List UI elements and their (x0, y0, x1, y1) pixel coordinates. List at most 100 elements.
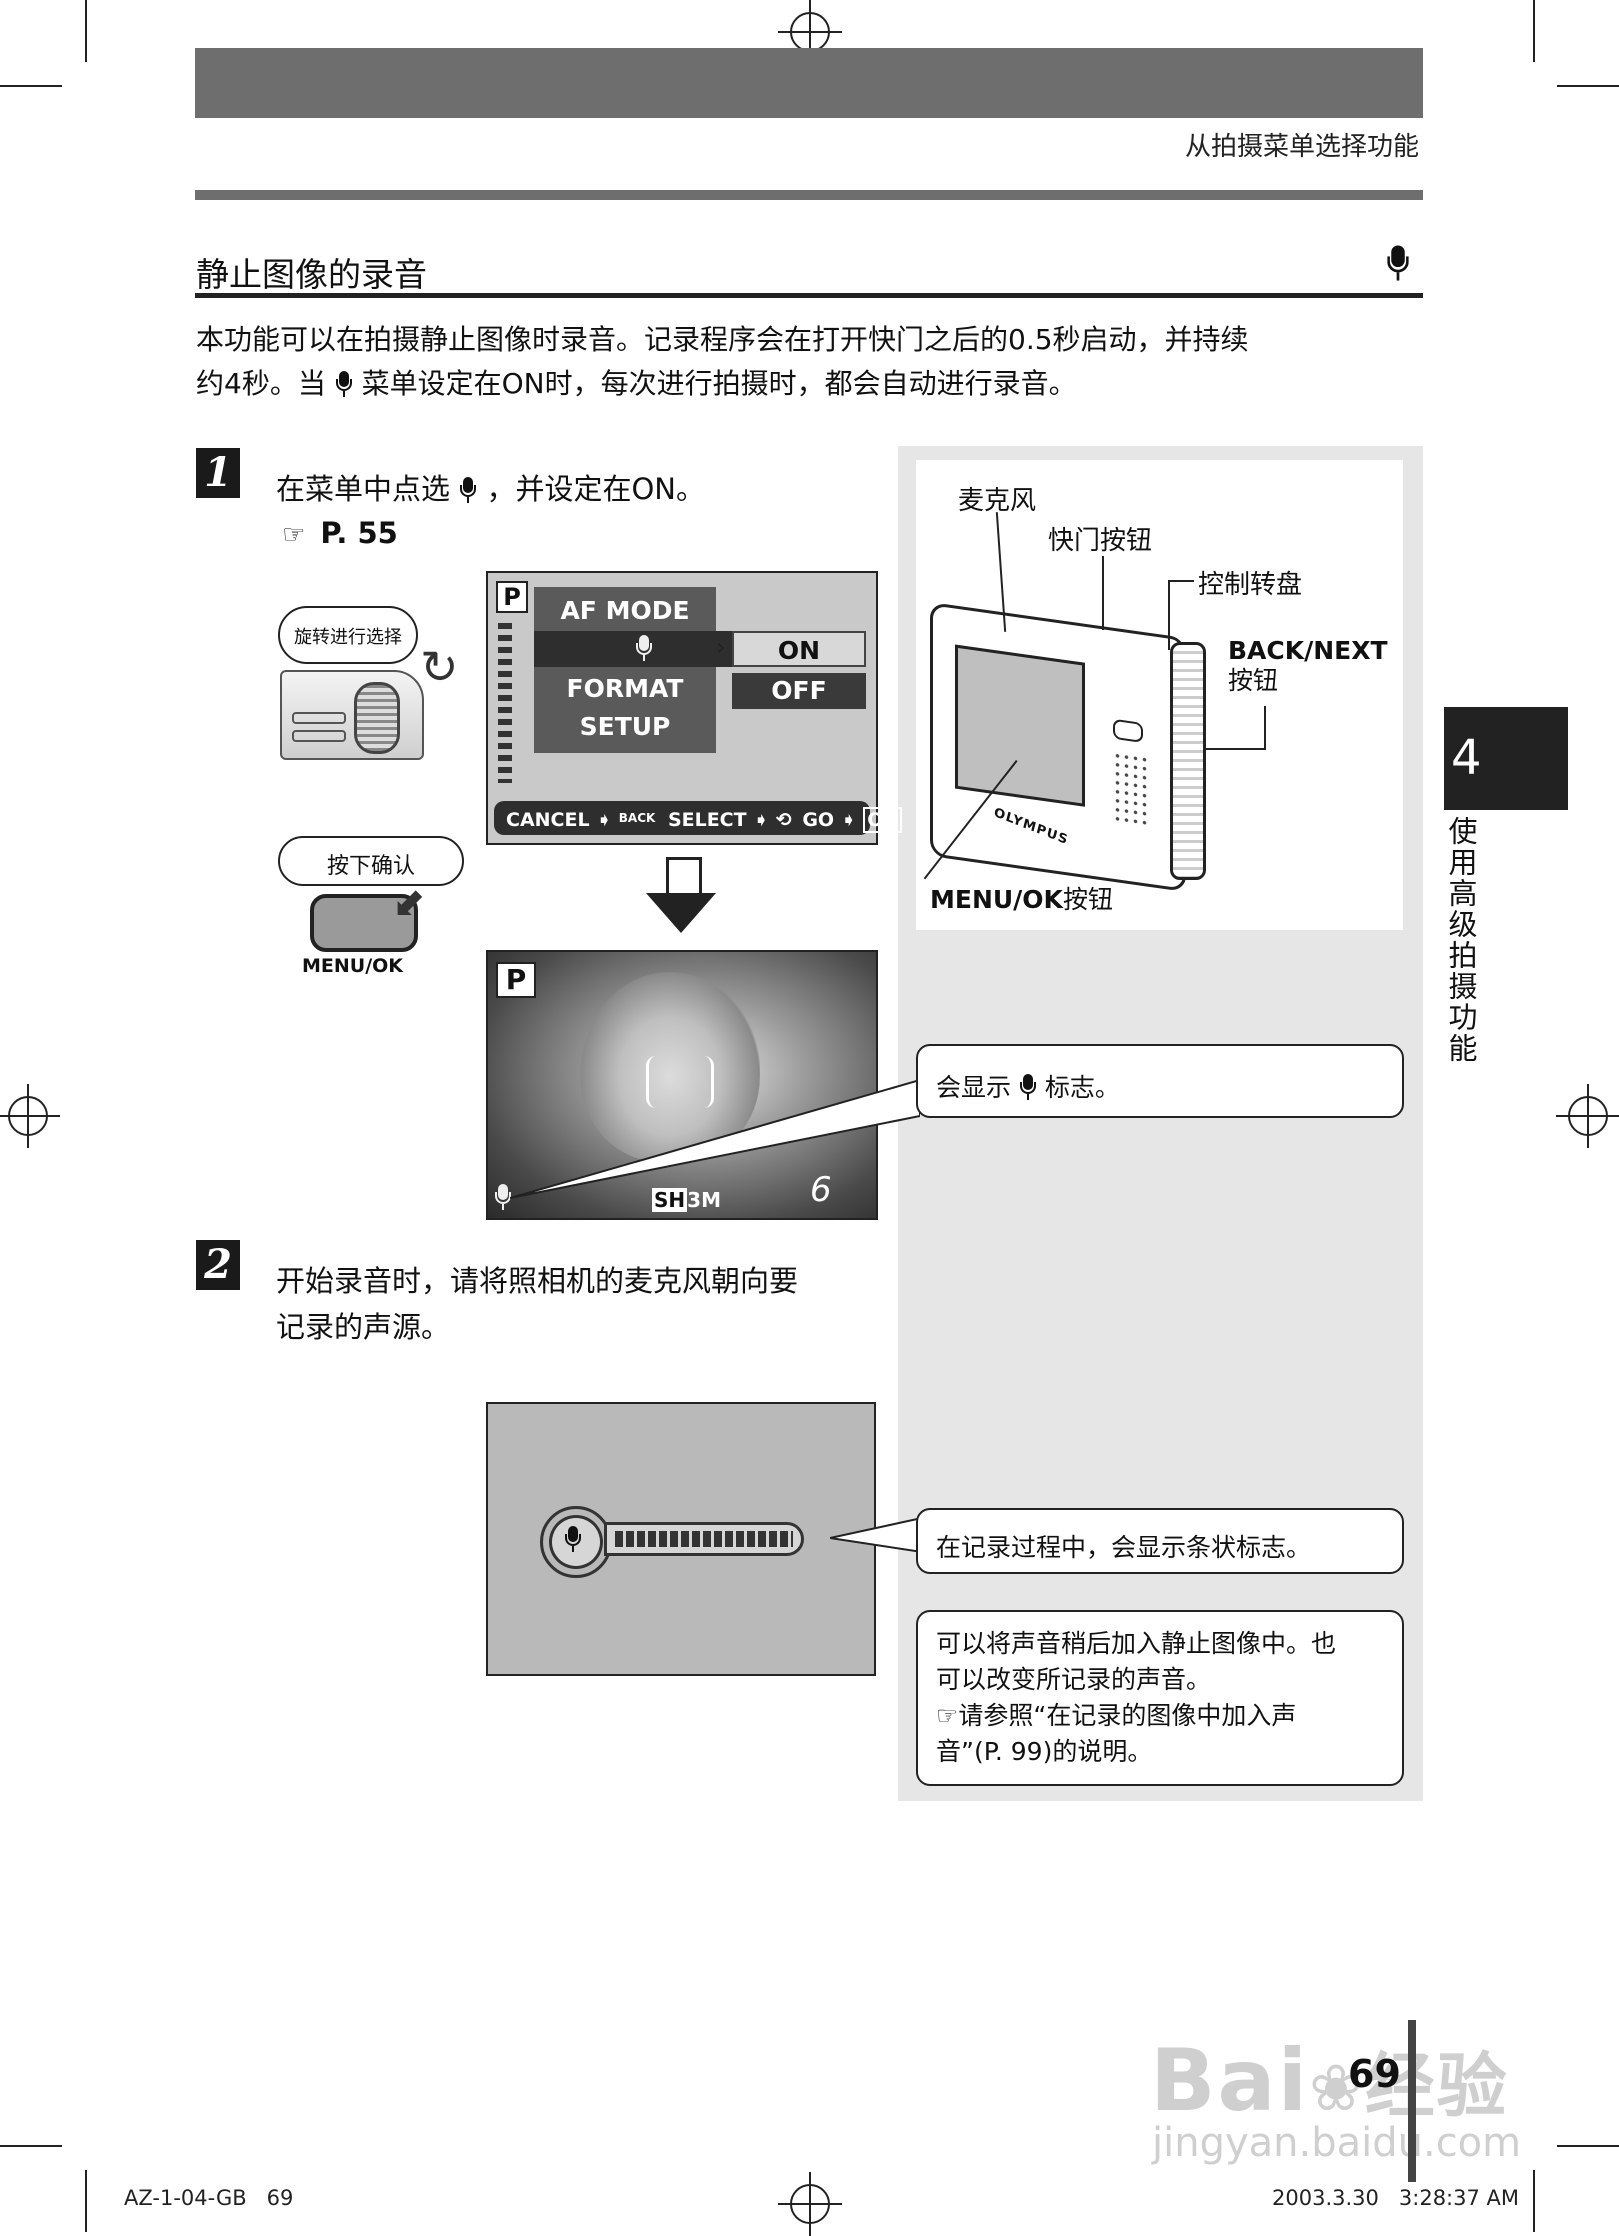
recording-level-bar (604, 1522, 804, 1556)
watermark-cn: 经验 (1364, 2045, 1509, 2127)
dial-bubble: 旋转进行选择 (278, 606, 418, 664)
menu-ok-button[interactable] (310, 894, 418, 952)
back-next-label: BACK/NEXT 按钮 (1228, 636, 1388, 696)
callout-fragment: 会显示 (936, 1073, 1012, 1102)
mic-icon (1019, 1074, 1037, 1100)
level-bar-callout: 在记录过程中，会显示条状标志。 (916, 1508, 1404, 1574)
note-box: 可以将声音稍后加入静止图像中。也 可以改变所记录的声音。 ☞请参照“在记录的图像… (916, 1610, 1404, 1786)
back-next-suffix: 按钮 (1228, 666, 1279, 695)
back-label: BACK (618, 811, 656, 825)
intro-line: 本功能可以在拍摄静止图像时录音。记录程序会在打开快门之后的0.5秒启动，并持续 (196, 323, 1249, 356)
step1-text: 在菜单中点选 ，并设定在ON。 (276, 466, 705, 512)
header-rule (195, 190, 1423, 200)
intro-fragment: 约4秒。当 (196, 367, 326, 400)
header-sub (195, 118, 1423, 190)
size-label: 3M (687, 1188, 721, 1212)
camera-illustration: OLYMPUS (930, 602, 1186, 892)
leader-line (1102, 556, 1104, 630)
reference-label: P. 55 (320, 516, 398, 550)
watermark-brand: Bai (1150, 2031, 1310, 2131)
step-number: 1 (196, 448, 240, 498)
press-bubble: 按下确认 (278, 836, 464, 886)
footer-left: AZ-1-04-GB 69 (124, 2186, 294, 2210)
camera-screen (955, 644, 1085, 807)
menu-item-setup[interactable]: SETUP (579, 712, 671, 741)
reference-icon: ☞ (282, 520, 306, 550)
back-next-text: BACK/NEXT (1228, 636, 1388, 665)
menu-item-format[interactable]: FORMAT (566, 674, 684, 703)
chapter-label: 使用高级拍摄功能 (1444, 816, 1478, 1064)
dial-icon: ⟲ (775, 809, 792, 831)
crop-mark (1557, 85, 1619, 87)
chapter-tab: 4 (1444, 707, 1568, 810)
menu-bottom-bar: CANCEL ➧ BACK SELECT ➧ ⟲ GO ➧ OK (494, 801, 903, 835)
leader-line (1264, 706, 1266, 750)
mic-label: 麦克风 (958, 486, 1037, 516)
arrow-down-icon (646, 857, 718, 933)
select-label: SELECT (667, 809, 747, 831)
step-fragment: ，并设定在ON。 (486, 472, 705, 506)
note-line: 可以将声音稍后加入静止图像中。也 (936, 1629, 1337, 1658)
af-target (646, 1056, 714, 1108)
paw-icon: ❀ (1309, 2052, 1365, 2126)
option-on[interactable]: ON (732, 631, 866, 667)
option-off[interactable]: OFF (732, 673, 866, 709)
page-number: 69 (1348, 2052, 1401, 2096)
intro-line: 约4秒。当 菜单设定在ON时，每次进行拍摄时，都会自动进行录音。 (196, 362, 1421, 406)
section-title: 静止图像的录音 (196, 255, 427, 294)
scroll-indicator (498, 623, 512, 783)
registration-mark (778, 2172, 842, 2236)
mic-icon (335, 371, 353, 397)
mic-icon (635, 635, 653, 661)
shutter-label: 快门按钮 (1048, 526, 1153, 556)
step-line: 开始录音时，请将照相机的麦克风朝向要 (276, 1264, 799, 1298)
intro-fragment: 菜单设定在ON时，每次进行拍摄时，都会自动进行录音。 (361, 367, 1077, 400)
callout-pointer (829, 1516, 923, 1556)
page-reference[interactable]: ☞ P. 55 (282, 516, 398, 550)
quality-label: SH (652, 1188, 688, 1212)
callout-pointer (509, 1078, 921, 1200)
leader-line (1206, 748, 1266, 750)
crop-mark (1533, 2170, 1535, 2232)
menu-ok-diagram-label: MENU/OK按钮 (930, 880, 1113, 916)
watermark-url: jingyan.baidu.com (1152, 2120, 1522, 2166)
header-bar (195, 48, 1423, 118)
mic-icon (564, 1526, 582, 1552)
crop-mark (85, 0, 87, 62)
note-line: ☞请参照“在记录的图像中加入声 (936, 1698, 1384, 1734)
step-fragment: 在菜单中点选 (276, 472, 451, 506)
leader-line (1168, 580, 1194, 582)
crop-mark (85, 2170, 87, 2232)
leader-line (1168, 580, 1170, 650)
registration-mark (0, 1084, 60, 1148)
step2-text: 开始录音时，请将照相机的麦克风朝向要 记录的声源。 (276, 1258, 798, 1350)
cancel-label: CANCEL (506, 809, 590, 831)
crop-mark (0, 2145, 62, 2147)
step-number: 2 (196, 1240, 240, 1290)
camera-side (1170, 642, 1206, 880)
chevron-right-icon: › (716, 633, 726, 661)
menu-ok-button-illustration (1113, 718, 1143, 743)
section-rule (195, 293, 1423, 298)
go-label: GO (802, 809, 835, 831)
camera-dial-illustration (280, 670, 424, 760)
crop-mark (0, 85, 62, 87)
menu-ok-suffix: 按钮 (1062, 885, 1113, 914)
registration-mark (1556, 1084, 1619, 1148)
arrow-right-icon: ➧ (840, 809, 857, 831)
rotate-arrow-icon: ↻ (420, 640, 459, 694)
shot-count: 6 (810, 1170, 832, 1210)
intro-text: 本功能可以在拍摄静止图像时录音。记录程序会在打开快门之后的0.5秒启动，并持续 … (196, 318, 1421, 406)
arrow-right-icon: ➧ (753, 809, 770, 831)
header-title: 从拍摄菜单选择功能 (1184, 132, 1419, 162)
brand-label: OLYMPUS (992, 805, 1070, 849)
menu-item-mic[interactable] (534, 631, 754, 667)
menu-item-af-mode[interactable]: AF MODE (560, 596, 690, 625)
note-line[interactable]: 音”(P. 99)的说明。 (936, 1737, 1153, 1766)
crop-mark (1557, 2145, 1619, 2147)
watermark-logo: Bai❀经验 (1150, 2030, 1509, 2131)
note-fragment: 请参照“在记录的图像中加入声 (958, 1701, 1297, 1730)
child-photo (580, 972, 760, 1162)
button-label: MENU/OK (302, 955, 404, 977)
